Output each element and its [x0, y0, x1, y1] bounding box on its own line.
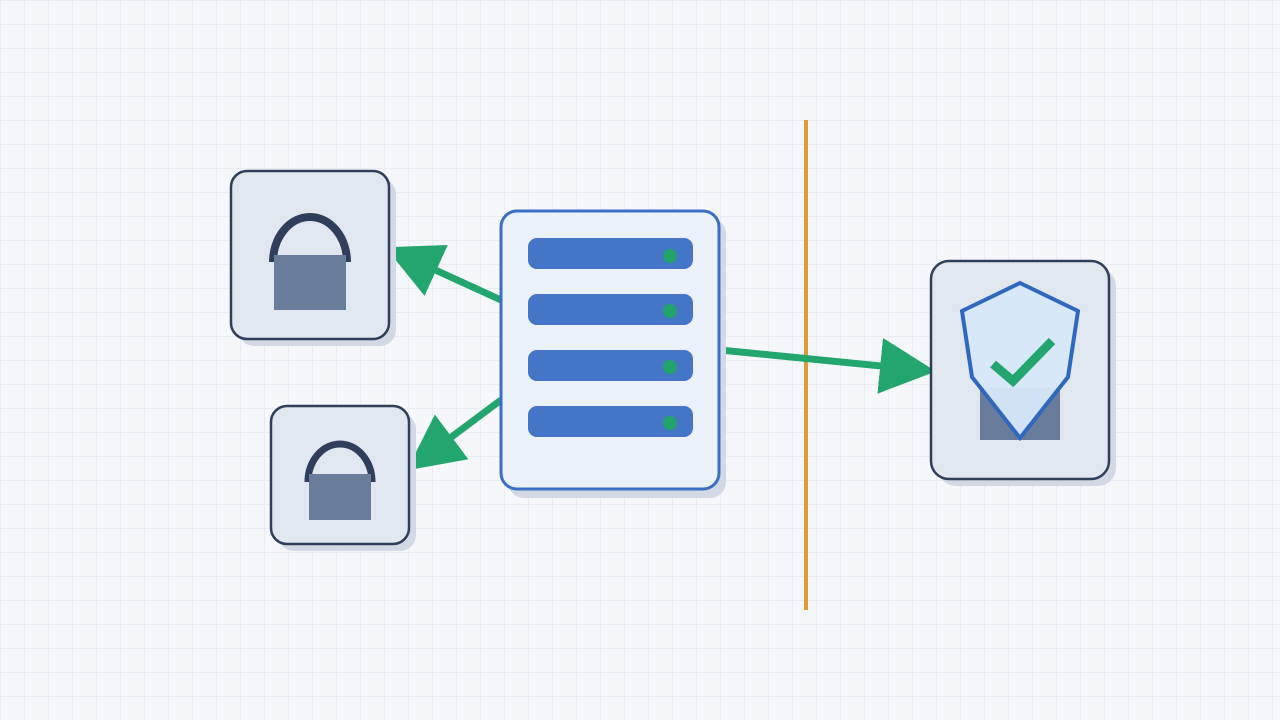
lock-body [309, 474, 371, 520]
status-led [663, 360, 677, 374]
lock-icon [304, 440, 376, 520]
rack-unit [528, 350, 693, 381]
arrow-server-to-shield [719, 337, 936, 394]
lock-icon [269, 213, 351, 310]
rack-unit [528, 294, 693, 325]
status-led [663, 416, 677, 430]
lock-shackle [269, 213, 351, 263]
arrow-server-to-lock-bottom [406, 397, 504, 471]
checkmark-icon [990, 337, 1056, 388]
lock-node-bottom [269, 404, 416, 551]
rack-unit [528, 238, 693, 269]
lock-body [274, 255, 346, 310]
arrows [385, 244, 936, 471]
server-icon [528, 238, 693, 437]
shield-check-icon [959, 280, 1081, 442]
status-led [663, 249, 677, 263]
lock-node-top [229, 169, 396, 346]
server-node [499, 209, 726, 498]
shield-shape [959, 280, 1081, 442]
status-led [663, 304, 677, 318]
lock-shackle [304, 440, 376, 483]
rack-unit [528, 406, 693, 437]
shield-node [929, 259, 1116, 486]
arrow-server-to-lock-top [385, 244, 503, 304]
